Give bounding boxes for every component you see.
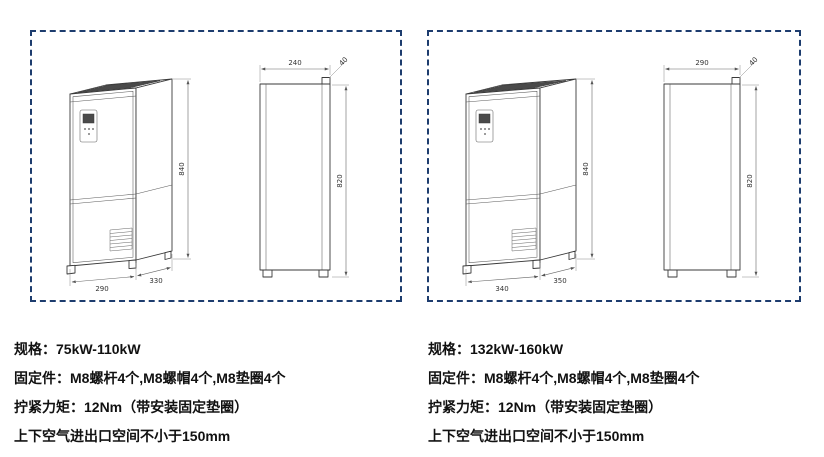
dimension-side-height: 820 — [742, 84, 759, 278]
front-seam-line — [465, 193, 541, 201]
front-view-drawing: 340 350 840 — [462, 78, 595, 293]
front-door-outline — [468, 91, 538, 263]
drawing-panel-large-frame: 340 350 840 — [427, 30, 801, 302]
dim-side-depth-label: 330 — [149, 277, 162, 285]
dimension-front-width: 340 — [465, 263, 541, 293]
spec-clearance: 上下空气进出口空间不小于150mm — [14, 428, 231, 444]
dim-height-label: 840 — [178, 162, 186, 175]
side-seam-line — [135, 184, 173, 195]
keypad-display — [82, 113, 95, 124]
dimension-front-width: 290 — [69, 263, 137, 293]
drawing-panel-small-frame: 290 330 840 — [30, 30, 402, 302]
dimension-bracket: 40 — [328, 56, 350, 79]
dimension-drawing-small-frame: 290 330 840 — [66, 56, 350, 293]
front-seam-line-2 — [69, 197, 137, 205]
front-door-outline — [72, 90, 134, 264]
dim-height-label: 840 — [582, 162, 590, 175]
front-seam-line-2 — [465, 197, 541, 205]
dim-front-width-label: 340 — [495, 285, 508, 293]
dim-side-height-label: 820 — [336, 174, 344, 187]
side-seam-line — [539, 184, 577, 195]
ventilation-grille — [511, 227, 537, 252]
spec-rating: 规格：75kW-110kW — [14, 341, 141, 357]
dim-side-depth-label: 350 — [553, 277, 566, 285]
dimension-height: 840 — [577, 78, 595, 260]
side-foot-front — [262, 269, 273, 278]
spec-block-large-frame: 规格：132kW-160kW 固定件：M8螺杆4个,M8螺帽4个,M8垫圈4个 … — [428, 341, 824, 457]
side-view-drawing: 240 40 820 — [259, 56, 350, 278]
keypad-display — [478, 113, 491, 124]
cabinet-side-face — [135, 78, 173, 261]
spec-torque: 拧紧力矩：12Nm（带安装固定垫圈） — [14, 399, 249, 415]
top-vent-panel — [473, 80, 567, 93]
dimension-side-height: 820 — [332, 84, 349, 278]
dimension-bracket: 40 — [738, 56, 760, 79]
dim-side-top-label: 240 — [288, 59, 301, 67]
dimension-side-top-width: 290 — [663, 59, 741, 82]
side-foot-back — [318, 269, 329, 278]
dim-bracket-label: 40 — [338, 56, 350, 68]
dimension-height: 840 — [173, 78, 191, 260]
spec-block-small-frame: 规格：75kW-110kW 固定件：M8螺杆4个,M8螺帽4个,M8垫圈4个 拧… — [14, 341, 414, 457]
mounting-tab — [321, 77, 331, 85]
spec-fasteners: 固定件：M8螺杆4个,M8螺帽4个,M8垫圈4个 — [14, 370, 286, 386]
spec-clearance: 上下空气进出口空间不小于150mm — [428, 428, 645, 444]
dimension-side-depth: 350 — [541, 254, 577, 285]
side-foot-front — [667, 269, 678, 278]
dim-bracket-label: 40 — [748, 56, 760, 68]
dimension-side-top-width: 240 — [259, 59, 331, 82]
front-seam-line — [69, 193, 137, 201]
side-view-drawing: 290 40 820 — [663, 56, 760, 278]
top-cover-seam — [69, 95, 137, 103]
keypad-panel — [79, 109, 98, 143]
cabinet-side-face — [539, 78, 577, 261]
dim-side-top-label: 290 — [695, 59, 708, 67]
front-view-drawing: 290 330 840 — [66, 78, 191, 293]
side-view-outline — [663, 83, 741, 271]
cabinet-feet — [66, 250, 172, 275]
spec-fasteners: 固定件：M8螺杆4个,M8螺帽4个,M8垫圈4个 — [428, 370, 700, 386]
side-foot-back — [726, 269, 737, 278]
ventilation-grille — [109, 227, 133, 252]
dimension-drawing-large-frame: 340 350 840 — [462, 56, 760, 293]
dim-front-width-label: 290 — [95, 285, 108, 293]
top-cover-seam — [465, 95, 541, 103]
dim-side-height-label: 820 — [746, 174, 754, 187]
mounting-tab — [731, 77, 741, 85]
keypad-panel — [475, 109, 494, 143]
spec-torque: 拧紧力矩：12Nm（带安装固定垫圈） — [428, 399, 663, 415]
spec-rating: 规格：132kW-160kW — [428, 341, 564, 357]
top-vent-panel — [77, 80, 161, 93]
dimension-side-depth: 330 — [137, 254, 173, 285]
side-view-outline — [259, 83, 331, 271]
